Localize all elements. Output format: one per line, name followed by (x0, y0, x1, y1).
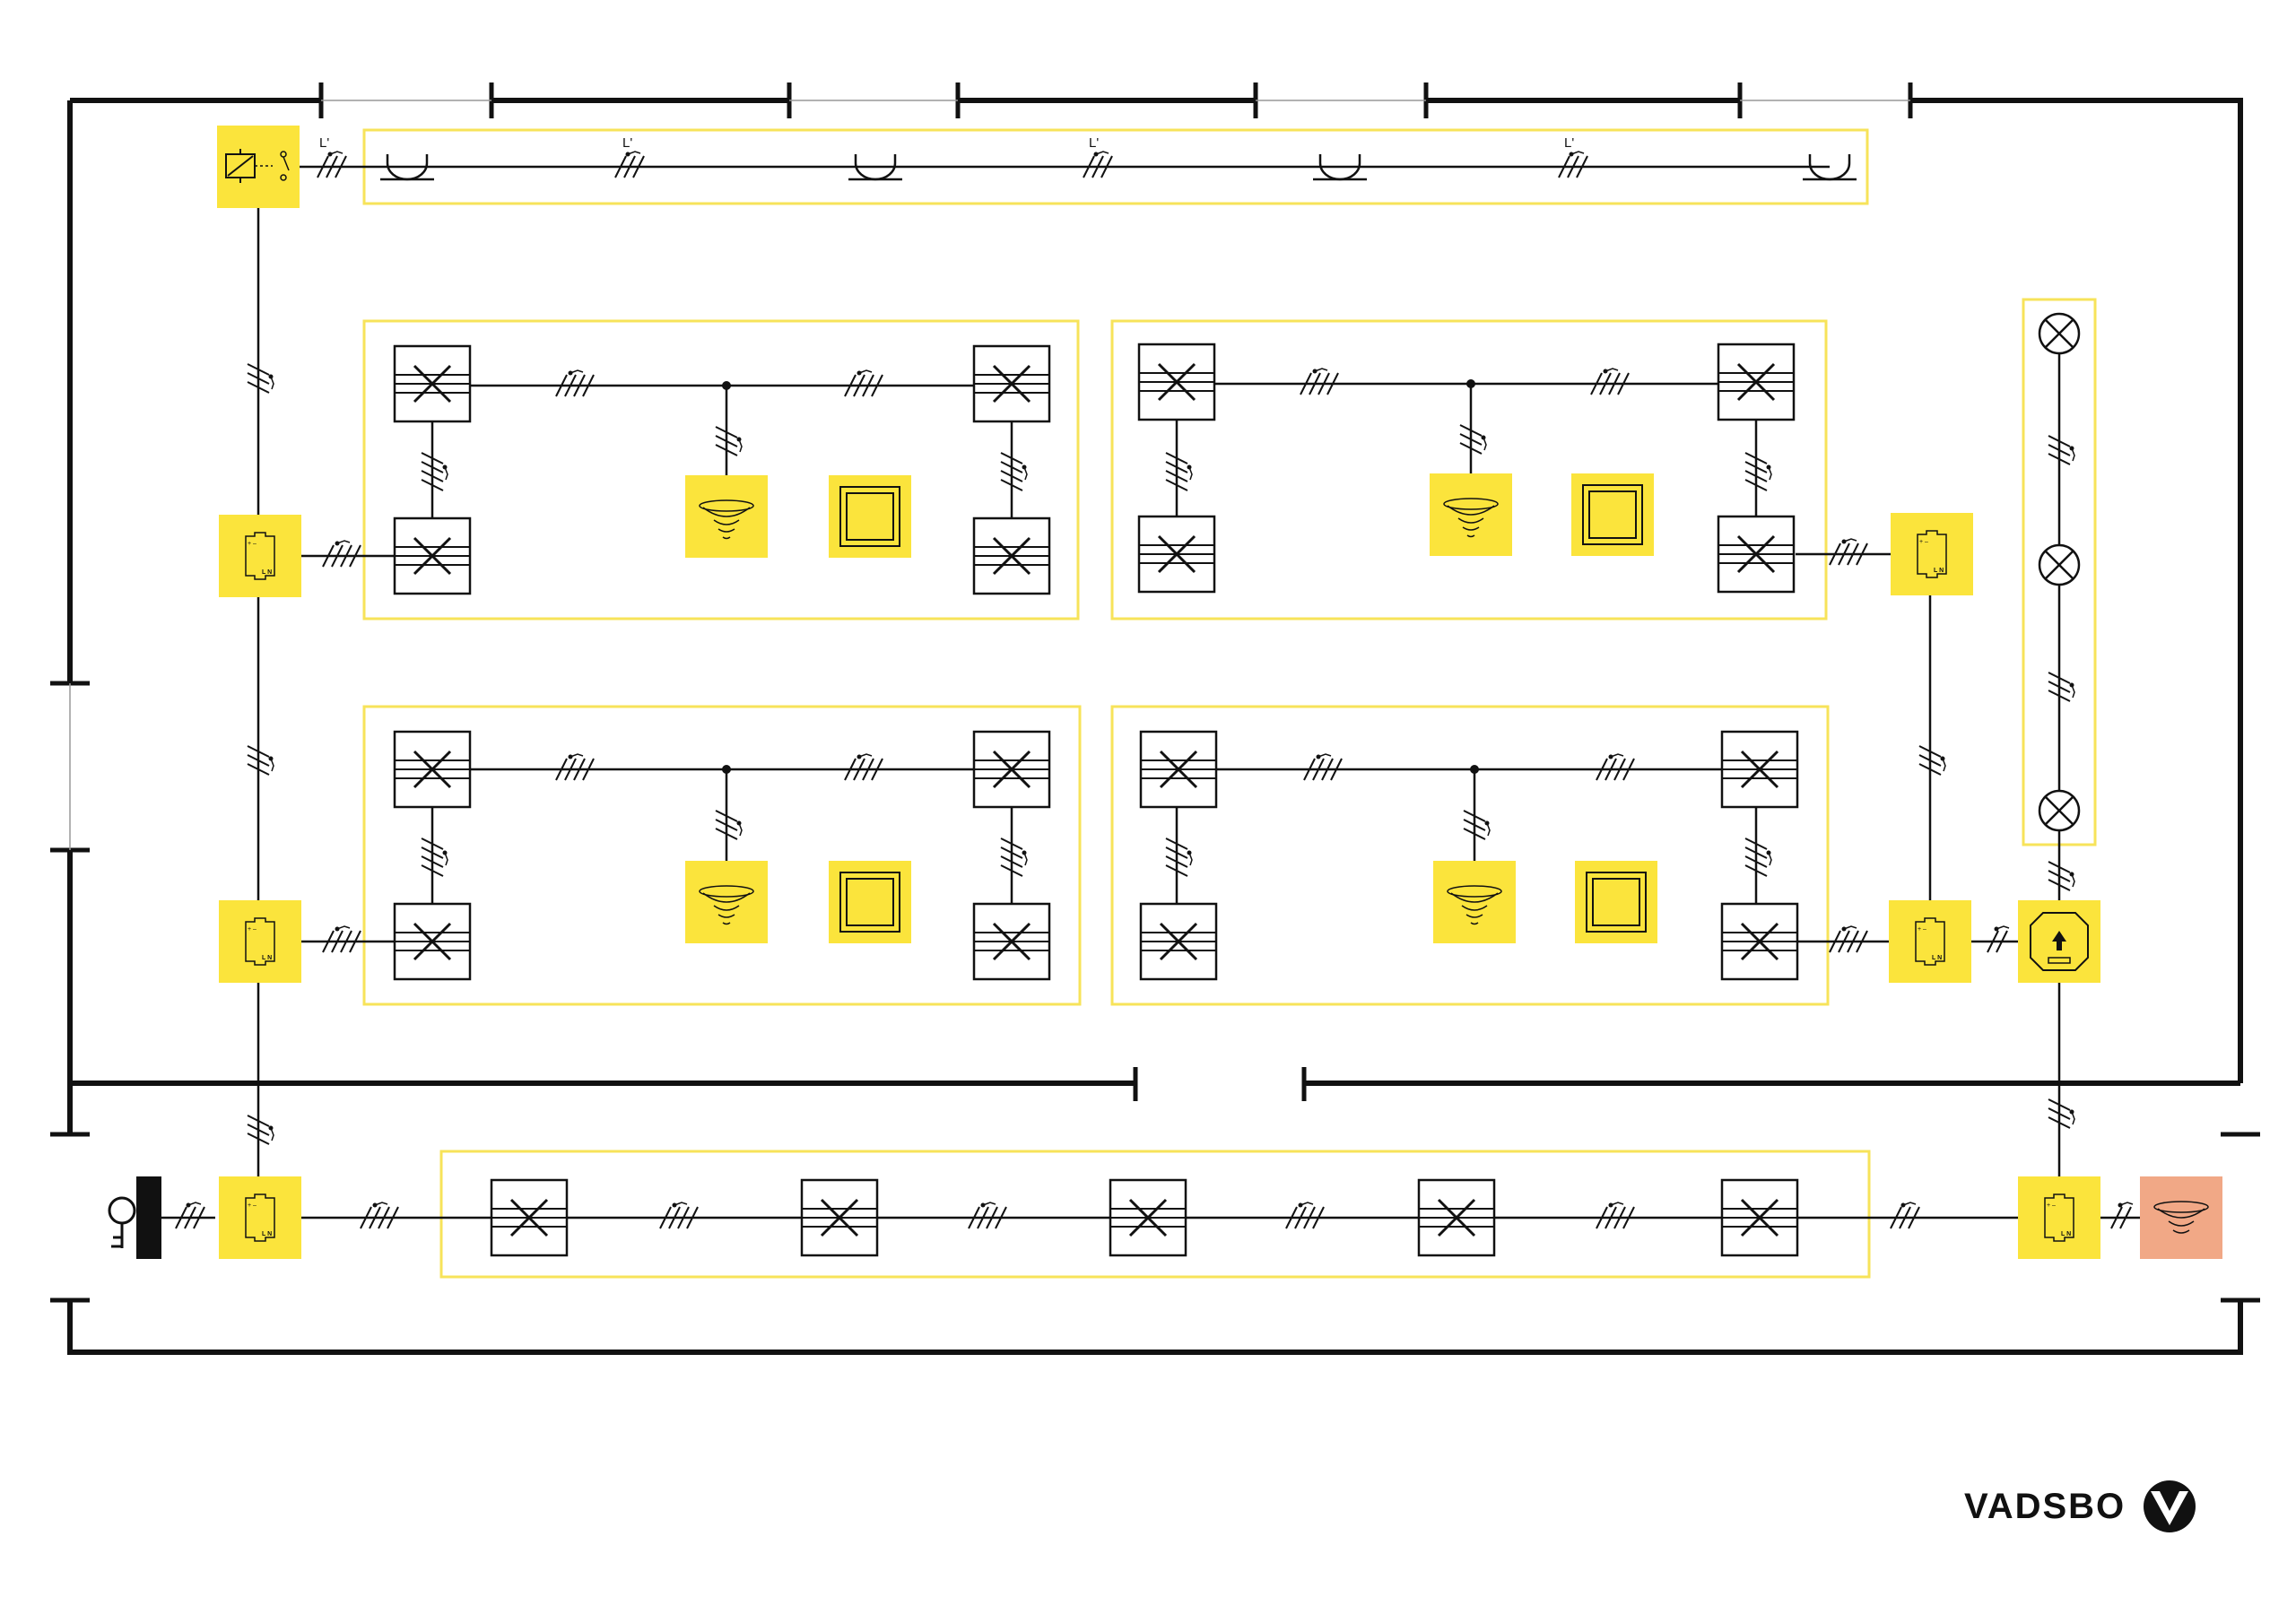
cable-markers (175, 151, 2134, 1229)
luminaire-panel-icon[interactable] (972, 902, 1051, 981)
luminaire-panel-icon[interactable] (972, 516, 1051, 595)
luminaire-panel-icon[interactable] (1720, 730, 1799, 809)
led-driver-icon[interactable] (218, 1176, 302, 1260)
brand-name: VADSBO (1964, 1486, 2126, 1526)
luminaire-panel-icon[interactable] (393, 516, 472, 595)
circuit-label: L' (319, 135, 329, 151)
wiring (161, 165, 2140, 1219)
window-lines (69, 100, 1910, 850)
zone-outlines (362, 128, 2097, 1279)
motion-sensor-icon[interactable] (1429, 473, 1513, 557)
emergency-lamp-icon[interactable] (2038, 789, 2081, 832)
brand: VADSBO (1964, 1471, 2197, 1542)
push-button-icon[interactable] (1570, 473, 1655, 557)
vadsbo-logo-icon (2144, 1480, 2196, 1532)
luminaire-panel-icon[interactable] (972, 344, 1051, 423)
led-driver-icon[interactable] (218, 514, 302, 598)
circuit-labels: L' L' L' L' (319, 135, 1574, 151)
button-group (828, 473, 1658, 944)
luminaire-panel-icon[interactable] (490, 1178, 569, 1257)
luminaire-panel-icon[interactable] (393, 730, 472, 809)
luminaire-panel-icon[interactable] (1139, 902, 1218, 981)
led-driver-icon[interactable] (2017, 1176, 2101, 1260)
emergency-lamp-icon[interactable] (2038, 312, 2081, 355)
circuit-label: L' (1089, 135, 1099, 151)
circuit-label: L' (622, 135, 632, 151)
luminaire-panel-icon[interactable] (393, 902, 472, 981)
push-button-icon[interactable] (828, 474, 912, 559)
driver-group (218, 512, 2101, 1260)
push-button-icon[interactable] (1574, 860, 1658, 944)
circuit-label: L' (1564, 135, 1574, 151)
led-driver-icon[interactable] (1890, 512, 1974, 596)
led-driver-icon[interactable] (1888, 899, 1972, 984)
luminaire-panel-icon[interactable] (1109, 1178, 1187, 1257)
room-walls (50, 82, 2260, 1355)
luminaire-panel-icon[interactable] (1717, 515, 1796, 594)
emergency-exit-unit-icon[interactable] (2018, 900, 2100, 983)
luminaire-panel-icon[interactable] (1417, 1178, 1496, 1257)
key-switch-icon[interactable] (108, 1176, 161, 1259)
push-button-icon[interactable] (828, 860, 912, 944)
motion-sensor-icon[interactable] (684, 860, 769, 944)
sensor-group (684, 473, 2222, 1259)
led-driver-icon[interactable] (218, 899, 302, 984)
emergency-lamp-icon[interactable] (2038, 543, 2081, 586)
luminaire-panel-icon[interactable] (800, 1178, 879, 1257)
relay-icon[interactable] (217, 126, 300, 208)
luminaire-panel-icon[interactable] (1137, 343, 1216, 421)
motion-sensor-icon[interactable] (2140, 1176, 2222, 1259)
junction-dots (722, 379, 1479, 774)
luminaire-panel-icon[interactable] (1139, 730, 1218, 809)
luminaire-panel-icon[interactable] (393, 344, 472, 423)
luminaire-panel-icon[interactable] (1720, 1178, 1799, 1257)
motion-sensor-icon[interactable] (1432, 860, 1517, 944)
luminaire-panel-icon[interactable] (1720, 902, 1799, 981)
luminaire-panel-icon[interactable] (1137, 515, 1216, 594)
luminaire-panel-icon[interactable] (972, 730, 1051, 809)
luminaire-panel-icon[interactable] (1717, 343, 1796, 421)
motion-sensor-icon[interactable] (684, 474, 769, 559)
